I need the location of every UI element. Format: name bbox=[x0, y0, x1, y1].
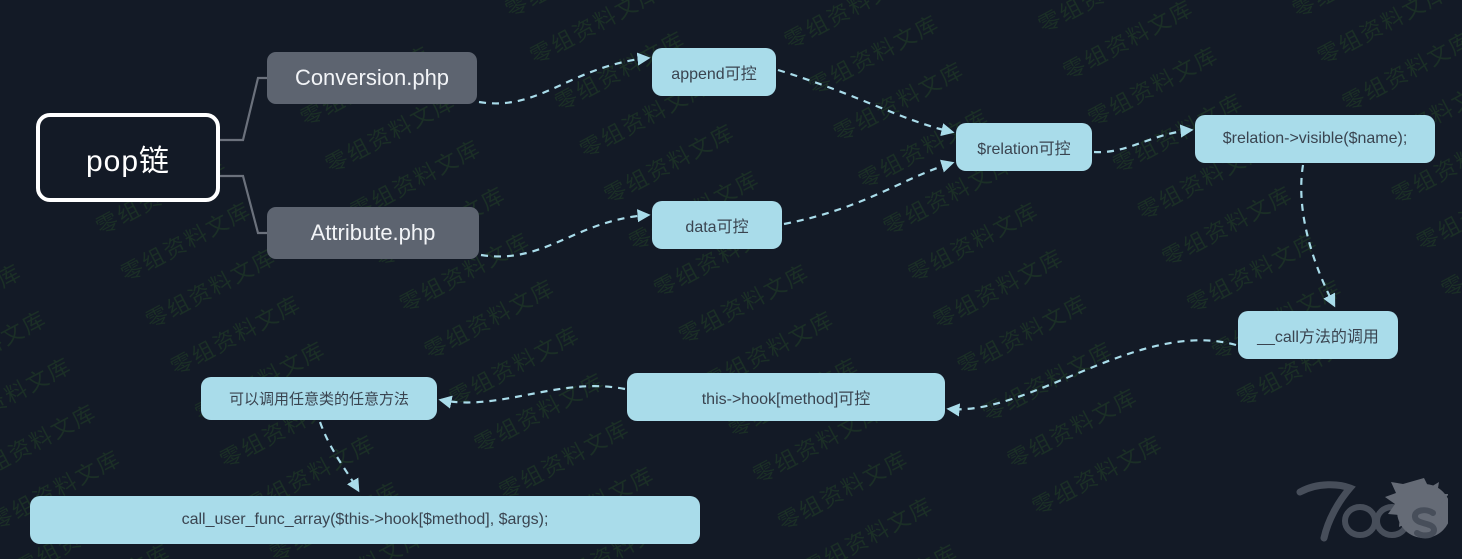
link-call-to-hook bbox=[946, 339, 1237, 417]
watermark-text: 零组资料文库 bbox=[954, 291, 1093, 382]
watermark-text: 零组资料文库 bbox=[1338, 27, 1462, 117]
node-append-controllable[interactable]: append可控 bbox=[652, 48, 776, 96]
link-visible-to-call bbox=[1300, 164, 1336, 308]
watermark-text: 零组资料文库 bbox=[1183, 229, 1323, 319]
node-label: $relation->visible($name); bbox=[1222, 130, 1408, 147]
link-relation-to-visible bbox=[1093, 124, 1194, 154]
node-attribute-php[interactable]: Attribute.php bbox=[267, 207, 479, 259]
node-relation-visible-call[interactable]: $relation->visible($name); bbox=[1195, 115, 1435, 163]
watermark-text: 零组资料文库 bbox=[567, 550, 709, 559]
watermark-text: 零组资料文库 bbox=[141, 244, 281, 335]
watermark-text: 零组资料文库 bbox=[1286, 0, 1428, 24]
node-label: call_user_func_array($this->hook[$method… bbox=[181, 511, 549, 528]
node-label: 可以调用任意类的任意方法 bbox=[228, 391, 409, 408]
node-label: this->hook[method]可控 bbox=[701, 391, 871, 408]
node-label: __call方法的调用 bbox=[1257, 329, 1379, 346]
link-append-to-relation bbox=[777, 68, 955, 137]
watermark-text: 零组资料文库 bbox=[495, 415, 635, 506]
node-label: $relation可控 bbox=[977, 141, 1071, 158]
node-label: Conversion.php bbox=[294, 65, 450, 90]
watermark-text: 零组资料文库 bbox=[774, 446, 914, 537]
watermark-text: 零组资料文库 bbox=[445, 322, 585, 413]
link-hook-to-anymethod bbox=[438, 385, 626, 409]
watermark-text: 零组资料文库 bbox=[780, 0, 920, 55]
watermark-text: 零组资料文库 bbox=[1028, 431, 1168, 522]
watermark-text: 零组资料文库 bbox=[0, 399, 102, 490]
watermark-text: 零组资料文库 bbox=[978, 338, 1118, 428]
link-data-to-relation bbox=[783, 159, 955, 226]
watermark-text: 零组资料文库 bbox=[526, 0, 666, 70]
watermark-text: 零组资料文库 bbox=[1158, 182, 1298, 273]
watermark-text: 零组资料文库 bbox=[830, 58, 969, 148]
node-relation-controllable[interactable]: $relation可控 bbox=[956, 123, 1092, 171]
watermark-text: 零组资料文库 bbox=[117, 197, 256, 288]
node-label: pop链 bbox=[85, 144, 171, 178]
node-conversion-php[interactable]: Conversion.php bbox=[267, 52, 477, 104]
site-logo-watermark bbox=[1288, 466, 1451, 553]
watermark-text: 零组资料文库 bbox=[166, 291, 306, 381]
watermark-text: 零组资料文库 bbox=[1032, 0, 1174, 40]
node-hook-method-controllable[interactable]: this->hook[method]可控 bbox=[627, 373, 945, 421]
watermark-text: 零组资料文库 bbox=[1412, 167, 1462, 257]
watermark-text: 零组资料文库 bbox=[470, 368, 610, 459]
watermark-text: 零组资料文库 bbox=[420, 275, 560, 366]
watermark-text: 零组资料文库 bbox=[821, 535, 963, 559]
watermark-text: 零组资料文库 bbox=[753, 0, 895, 9]
watermark-text: 零组资料文库 bbox=[0, 259, 27, 350]
node-call-magic-method[interactable]: __call方法的调用 bbox=[1238, 311, 1398, 359]
watermark-text: 零组资料文库 bbox=[0, 353, 77, 443]
node-label: Attribute.php bbox=[310, 220, 436, 245]
node-label: append可控 bbox=[671, 66, 757, 83]
node-any-class-any-method[interactable]: 可以调用任意类的任意方法 bbox=[201, 377, 437, 420]
node-root-pop-chain[interactable]: pop链 bbox=[36, 113, 220, 202]
watermark-text: 零组资料文库 bbox=[1059, 0, 1199, 86]
watermark-text: 零组资料文库 bbox=[929, 244, 1069, 335]
watermark-text: 零组资料文库 bbox=[0, 306, 52, 397]
link-anymethod-to-callfunc bbox=[318, 421, 360, 493]
node-label: data可控 bbox=[685, 219, 749, 236]
node-data-controllable[interactable]: data可控 bbox=[652, 201, 782, 249]
watermark-text: 零组资料文库 bbox=[1003, 384, 1143, 475]
watermark-text: 零组资料文库 bbox=[499, 0, 641, 24]
watermark-text: 零组资料文库 bbox=[1313, 0, 1453, 71]
link-root-to-conversion bbox=[220, 76, 267, 142]
link-root-to-attribute bbox=[220, 174, 267, 235]
watermark-text: 零组资料文库 bbox=[805, 11, 945, 102]
watermark-text: 零组资料文库 bbox=[799, 493, 939, 559]
node-call-user-func-array[interactable]: call_user_func_array($this->hook[$method… bbox=[30, 496, 700, 544]
link-attribute-to-data bbox=[480, 209, 651, 258]
watermark-text: 零组资料文库 bbox=[675, 260, 814, 350]
watermark-text: 零组资料文库 bbox=[600, 120, 740, 210]
watermark-text: 零组资料文库 bbox=[1437, 213, 1462, 304]
link-conversion-to-append bbox=[478, 52, 651, 105]
watermark-text: 零组资料文库 bbox=[904, 198, 1044, 288]
